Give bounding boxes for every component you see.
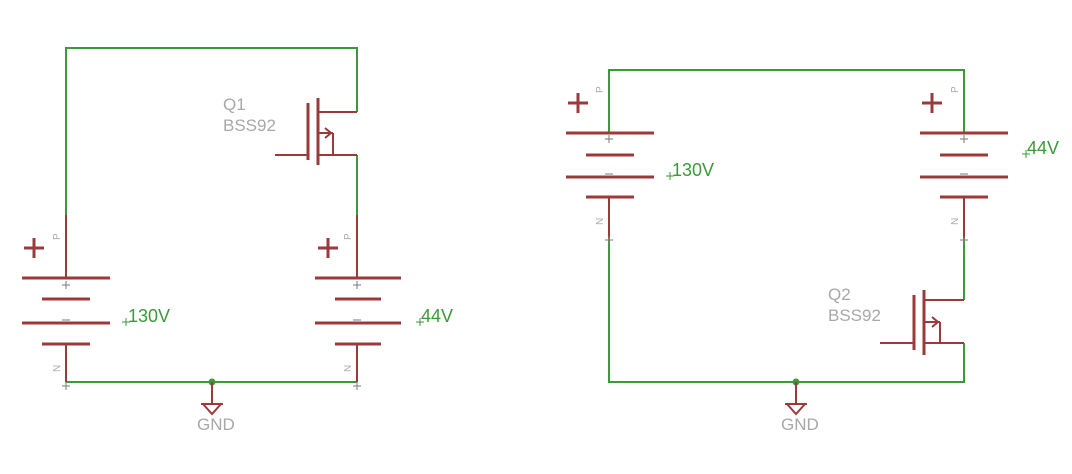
battery-right-44v: P N 44V <box>920 86 1059 244</box>
battery-value-label: 44V <box>421 306 453 326</box>
transistor-part-label: BSS92 <box>828 306 881 325</box>
plus-icon <box>24 238 44 258</box>
pin-n-label: N <box>52 365 63 372</box>
battery-left-130v: P N 130V <box>22 215 170 390</box>
battery-value-label: 130V <box>672 160 714 180</box>
ground-label: GND <box>781 415 819 434</box>
pin-p-label: P <box>950 86 961 93</box>
ground-right: GND <box>781 382 819 434</box>
ground-icon <box>786 403 806 416</box>
pin-p-label: P <box>52 233 63 240</box>
wire-left-down <box>608 238 965 383</box>
pin-n-label: N <box>595 218 606 225</box>
plus-icon <box>318 238 338 258</box>
pin-p-label: P <box>343 233 354 240</box>
ground-label: GND <box>197 415 235 434</box>
wire-top-right <box>608 69 965 133</box>
battery-value-label: 130V <box>128 306 170 326</box>
arrow-icon <box>926 316 940 328</box>
arrow-icon <box>320 127 333 139</box>
plus-icon <box>568 93 588 113</box>
wire-top-left <box>65 47 358 215</box>
transistor-name-label: Q2 <box>828 285 851 304</box>
transistor-part-label: BSS92 <box>223 116 276 135</box>
pin-p-label: P <box>595 86 606 93</box>
ground-icon <box>202 403 222 416</box>
battery-right-44v: P N 44V <box>315 215 453 390</box>
pin-n-label: N <box>950 218 961 225</box>
circuit-left: P N 130V P N 44V <box>22 47 453 434</box>
battery-value-label: 44V <box>1027 138 1059 158</box>
ground-left: GND <box>197 382 235 434</box>
transistor-name-label: Q1 <box>223 95 246 114</box>
battery-left-130v: P N 130V <box>566 86 714 244</box>
circuit-right: P N 130V P N 44V <box>566 69 1059 434</box>
transistor-q1: Q1 BSS92 <box>223 95 357 165</box>
transistor-q2: Q2 BSS92 <box>828 285 964 355</box>
pin-n-label: N <box>343 365 354 372</box>
plus-icon <box>922 93 942 113</box>
